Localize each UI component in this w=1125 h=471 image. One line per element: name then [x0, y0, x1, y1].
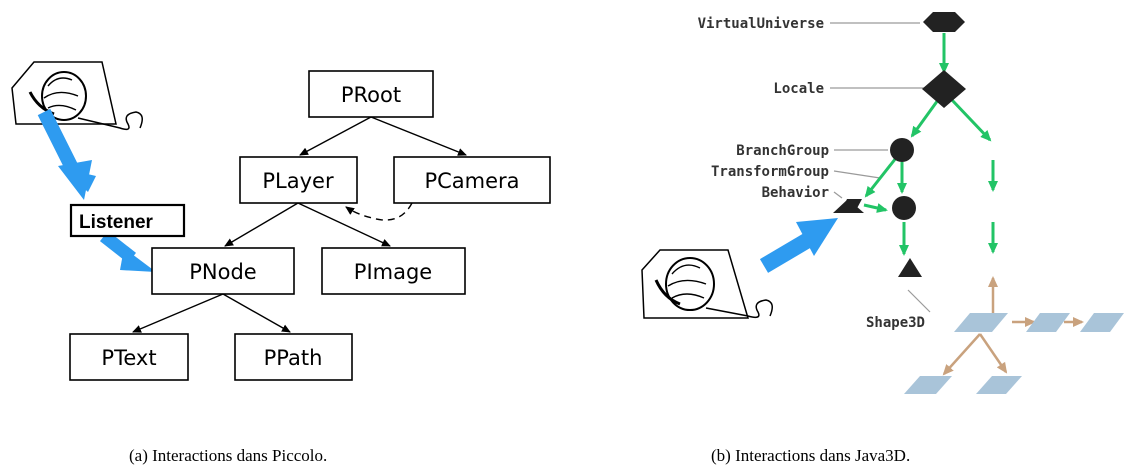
node-pcamera: [393, 156, 551, 204]
node-player: [239, 156, 358, 204]
leader-shape3d: [907, 289, 931, 313]
edge-tan-down-left: [942, 333, 981, 376]
node-player-label: PLayer: [262, 169, 334, 193]
edge-pnode-ptext: [132, 293, 224, 333]
edge-proot-pcamera: [370, 116, 467, 156]
java3d-diagram: VirtualUniverse Locale BranchGroup Trans…: [641, 12, 1124, 465]
node-ptext-label: PText: [101, 346, 156, 370]
event-arrow-mouse-to-behavior: [759, 218, 838, 273]
edge-pcamera-player-dashed: [345, 202, 413, 221]
label-shape3d: Shape3D: [866, 315, 925, 331]
node-ppath-label: PPath: [264, 346, 323, 370]
edge-branchgroup-behavior: [864, 157, 898, 198]
edge-behavior-transformgroup: [863, 203, 888, 213]
node-proot-label: PRoot: [341, 83, 401, 107]
node-behavior-triangle: [833, 199, 864, 213]
edge-player-pimage: [297, 202, 391, 247]
leader-transform-group: [833, 170, 881, 179]
label-behavior: Behavior: [762, 185, 829, 201]
label-virtual-universe: VirtualUniverse: [698, 16, 824, 32]
node-shape3d: [898, 258, 922, 277]
listener-box: [69, 203, 186, 238]
node-virtual-universe: [923, 12, 965, 32]
node-locale: [922, 70, 966, 108]
edge-locale-branchgroup: [910, 99, 940, 138]
leader-behavior: [833, 191, 843, 199]
node-pimage-label: PImage: [354, 260, 432, 284]
mouse-icon-java3d: [641, 249, 773, 319]
label-transform-group: TransformGroup: [711, 164, 829, 180]
label-branch-group: BranchGroup: [736, 143, 829, 159]
tile-canvas3d: [1080, 313, 1124, 332]
edge-locale-viewbranch: [950, 98, 992, 142]
tile-physical-environment: [976, 376, 1022, 394]
caption-b: (b) Interactions dans Java3D.: [711, 446, 910, 465]
node-transform-group: [892, 196, 916, 220]
edge-pnode-ppath: [222, 293, 291, 333]
piccolo-diagram: Listener PRoot PLayer PCamera PNode PIma…: [11, 61, 551, 465]
node-pnode-label: PNode: [189, 260, 256, 284]
node-proot: [308, 70, 434, 118]
event-arrow-mouse-to-listener: [37, 108, 96, 200]
listener-label: Listener: [79, 212, 154, 233]
tile-view: [1026, 313, 1070, 332]
tile-view-platform: [954, 313, 1008, 332]
edge-tan-down-right: [978, 333, 1008, 374]
node-pcamera-label: PCamera: [424, 169, 519, 193]
node-branch-group: [890, 138, 914, 162]
event-arrow-listener-to-pnode: [99, 230, 156, 272]
node-ptext: [69, 333, 189, 381]
mouse-icon: [11, 61, 143, 131]
node-ppath: [234, 333, 353, 381]
edge-player-pnode: [224, 202, 299, 247]
node-pimage: [321, 247, 466, 295]
label-locale: Locale: [773, 81, 824, 97]
edge-proot-player: [299, 116, 372, 156]
caption-a: (a) Interactions dans Piccolo.: [129, 446, 327, 465]
tile-physical-body: [904, 376, 952, 394]
